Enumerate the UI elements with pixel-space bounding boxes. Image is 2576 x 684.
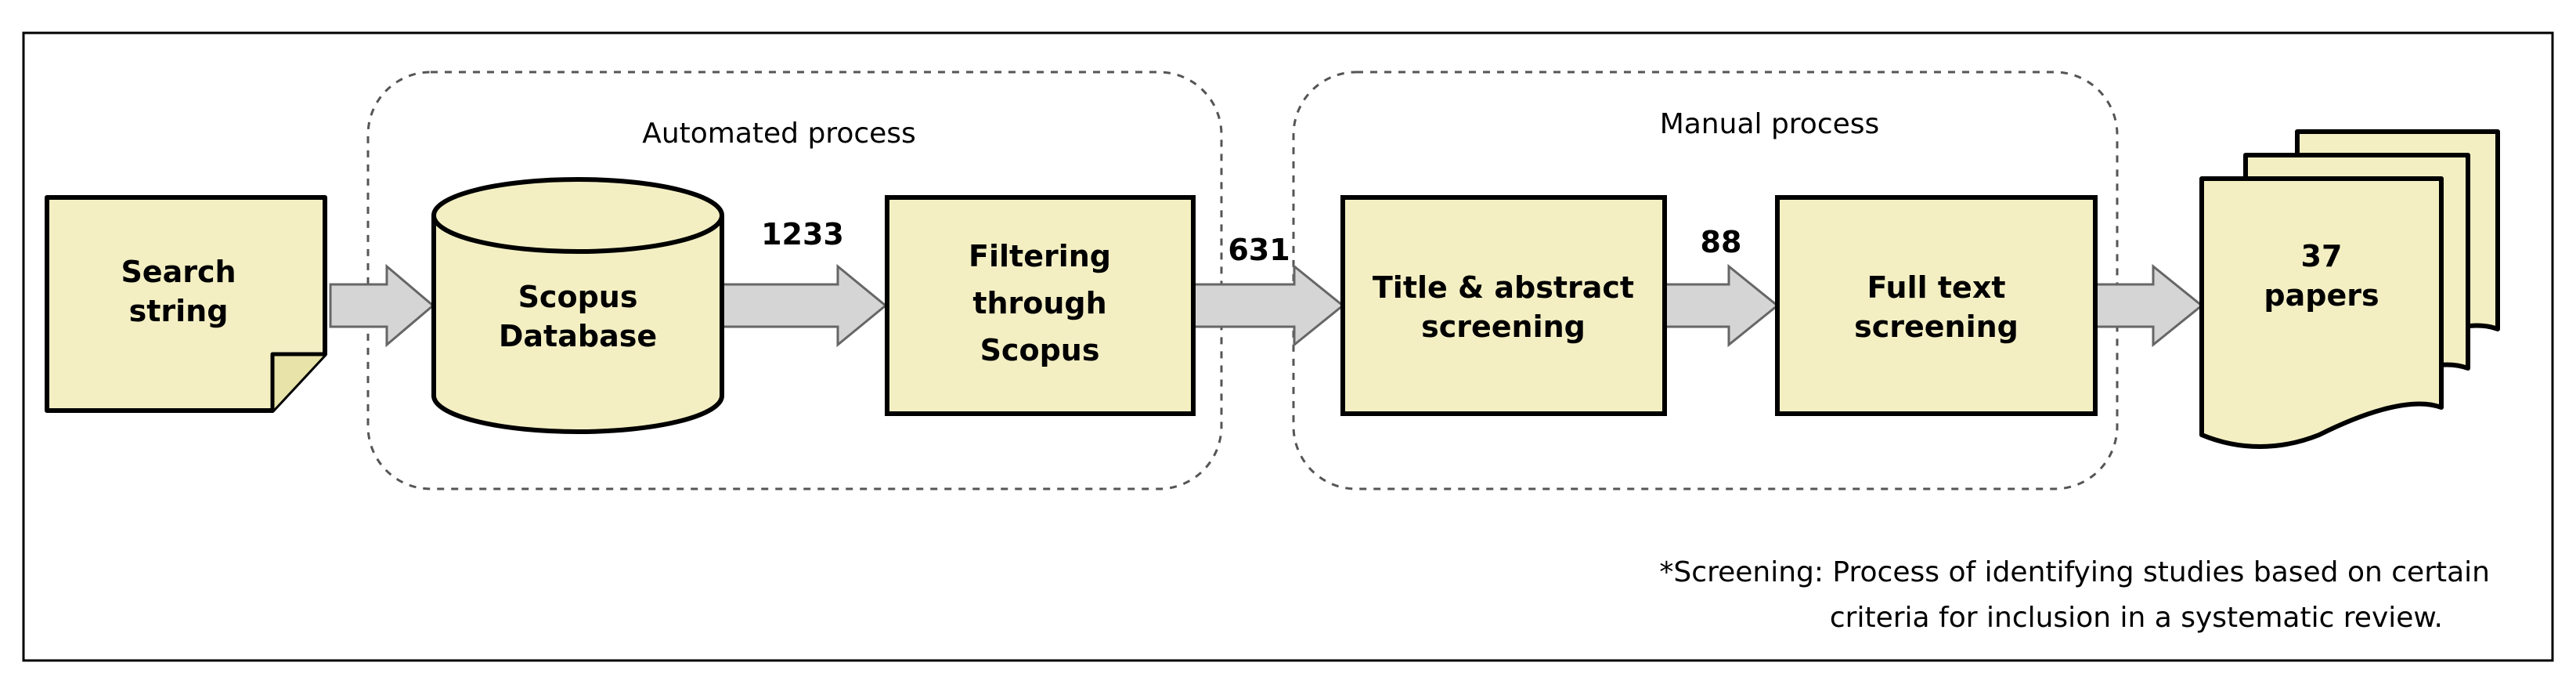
- full-text-label-line1: Full text: [1867, 270, 2005, 305]
- title-abstract-label-line1: Title & abstract: [1373, 270, 1634, 305]
- full-text-screening-node: Full text screening: [1775, 195, 2098, 416]
- manual-process-label: Manual process: [1660, 108, 1880, 140]
- papers-node: 37 papers: [2199, 129, 2500, 449]
- count-filter-to-title: 631: [1228, 233, 1290, 267]
- count-scopus-to-filter: 1233: [761, 217, 844, 252]
- filtering-label-line1: Filtering: [969, 239, 1111, 273]
- scopus-database-label-line1: Scopus: [518, 280, 638, 314]
- screening-note-line2: criteria for inclusion in a systematic r…: [1830, 602, 2443, 634]
- papers-label-line1: 37: [2301, 239, 2343, 273]
- automated-process-group: [366, 71, 1223, 490]
- search-string-node: Search string: [45, 195, 327, 413]
- filtering-node: Filtering through Scopus: [885, 195, 1196, 416]
- search-string-label-line1: Search: [121, 255, 236, 289]
- automated-process-label: Automated process: [642, 118, 916, 150]
- filtering-label-line2: through: [972, 286, 1106, 320]
- search-string-label-line2: string: [129, 294, 229, 328]
- screening-note-line1: *Screening: Process of identifying studi…: [1659, 556, 2490, 588]
- scopus-database-label-line2: Database: [499, 319, 657, 353]
- arrow-filter-to-title: [1192, 263, 1345, 348]
- arrow-search-to-scopus: [329, 263, 435, 348]
- papers-label-line2: papers: [2264, 278, 2379, 313]
- arrow-title-to-full: [1663, 263, 1780, 348]
- filtering-label-line3: Scopus: [980, 333, 1100, 367]
- full-text-label-line2: screening: [1854, 309, 2019, 344]
- scopus-database-node: Scopus Database: [431, 177, 724, 434]
- title-abstract-label-line2: screening: [1421, 309, 1586, 344]
- arrow-full-to-papers: [2094, 263, 2204, 348]
- arrow-scopus-to-filter: [720, 263, 888, 348]
- title-abstract-screening-node: Title & abstract screening: [1340, 195, 1667, 416]
- count-title-to-full: 88: [1701, 225, 1742, 259]
